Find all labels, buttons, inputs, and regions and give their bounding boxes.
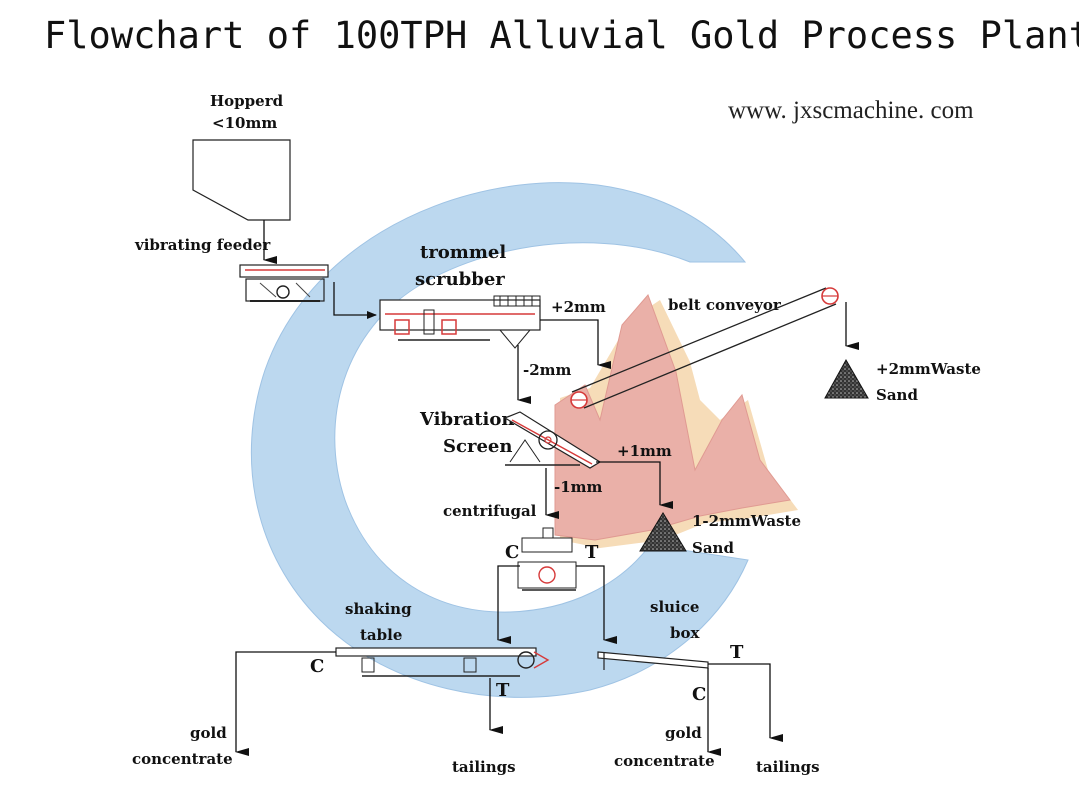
- coarse-sand-label: Sand: [876, 386, 918, 404]
- sluice-tailings-mark: T: [730, 642, 744, 663]
- page-title: Flowchart of 100TPH Alluvial Gold Proces…: [44, 14, 1079, 57]
- centrifugal-concentrate-mark: C: [505, 542, 519, 563]
- sluice-concentrate-mark: C: [692, 684, 706, 705]
- fine-waste-label: 1-2mmWaste: [692, 512, 801, 530]
- table-label: table: [360, 626, 402, 644]
- tailings-label-table: tailings: [452, 758, 516, 776]
- logo-pink-mountain: [554, 294, 791, 541]
- belt-conveyor-machine: [570, 287, 839, 409]
- vibration-label: Vibration: [419, 409, 514, 430]
- centrifugal-tailings-mark: T: [585, 542, 599, 563]
- scrubber-label: scrubber: [415, 269, 505, 290]
- coarse-waste-sand-pile: [824, 358, 869, 399]
- vibrating-feeder-label: vibrating feeder: [134, 236, 271, 254]
- fine-waste-sand-pile: [639, 512, 687, 552]
- trommel-undersize-label: -2mm: [523, 361, 572, 379]
- concentrate-label-sluice: concentrate: [614, 752, 715, 770]
- trommel-scrubber-machine: [379, 295, 541, 349]
- trommel-oversize-label: +2mm: [551, 298, 606, 316]
- fine-sand-label: Sand: [692, 539, 734, 557]
- shaking-table-machine: [335, 647, 550, 677]
- centrifugal-label: centrifugal: [443, 502, 537, 520]
- box-label: box: [670, 624, 700, 642]
- hopper-label: Hopperd: [210, 92, 284, 110]
- belt-conveyor-label: belt conveyor: [668, 296, 782, 314]
- gold-label-sluice: gold: [665, 724, 702, 742]
- shaking-label: shaking: [345, 600, 412, 618]
- shaking-table-concentrate-mark: C: [310, 656, 324, 677]
- screen-undersize-label: -1mm: [554, 478, 603, 496]
- screen-label: Screen: [443, 436, 512, 457]
- gold-label-table: gold: [190, 724, 227, 742]
- website-url: www. jxscmachine. com: [728, 97, 974, 124]
- trommel-label: trommel: [420, 242, 506, 263]
- hopper-machine: [192, 139, 291, 264]
- hopper-size-label: <10mm: [212, 114, 277, 132]
- centrifugal-machine: [517, 527, 577, 591]
- screen-oversize-label: +1mm: [617, 442, 672, 460]
- shaking-table-tailings-mark: T: [496, 680, 510, 701]
- concentrate-label-table: concentrate: [132, 750, 233, 768]
- sluice-label: sluice: [650, 598, 699, 616]
- vibrating-feeder-machine: [239, 264, 329, 302]
- coarse-waste-label: +2mmWaste: [876, 360, 981, 378]
- tailings-label-sluice: tailings: [756, 758, 820, 776]
